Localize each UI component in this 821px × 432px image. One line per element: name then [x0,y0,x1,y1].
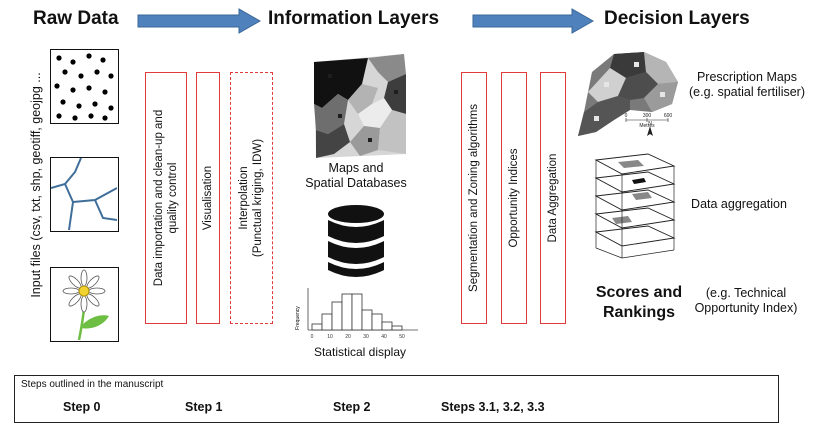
histogram-tick: 20 [345,334,351,340]
histogram-tick: 50 [399,334,405,340]
header-information-layers: Information Layers [268,8,440,29]
data-aggregation-output-label: Data aggregation [691,197,787,211]
flower-icon [62,269,109,341]
data-aggregation-step-label: Data Aggregation [547,153,559,243]
interpolation-box [230,72,273,324]
data-aggregation-box [540,72,566,324]
step-0-label: Step 0 [63,400,101,414]
point-data-icon [54,53,114,121]
vector-data-thumbnail [50,157,119,232]
step-1-label: Step 1 [185,400,223,414]
histogram-ylabel: Frequency [295,306,301,330]
map-scale-unit: Metres [639,123,655,129]
map-scale-tick: 300 [643,113,652,119]
image-data-thumbnail [50,267,119,342]
maps-databases-label: Maps and Spatial Databases [305,161,407,190]
header-raw-data: Raw Data [33,8,119,29]
map-scale-tick: 0 [625,113,628,119]
vector-lines-icon [50,157,118,231]
map-scale-tick: 600 [664,113,673,119]
step-2-label: Step 2 [333,400,371,414]
opportunity-indices-box [501,72,527,324]
steps-panel-caption: Steps outlined in the manuscript [21,379,164,390]
input-files-label: Input files (csv, txt, shp, geotiff, geo… [29,72,43,298]
map-north-label: N [648,121,652,127]
histogram-tick: 10 [327,334,333,340]
database-icon [328,205,384,277]
flow-arrow-2 [472,8,595,34]
grayscale-map-image [314,54,406,158]
import-cleanup-label: Data importation and clean-up and qualit… [153,109,179,287]
visualisation-box [196,72,220,324]
histogram-chart: Frequency 0 10 20 30 40 50 [295,288,418,340]
histogram-tick: 30 [363,334,369,340]
steps-panel: Steps outlined in the manuscript Step 0 … [14,375,779,423]
prescription-map-image: 0 300 600 Metres N [578,52,678,136]
prescription-maps-label: Prescription Maps (e.g. spatial fertilis… [688,70,805,99]
interpolation-label: Interpolation (Punctual kriging, IDW) [238,138,264,258]
header-decision-layers: Decision Layers [604,8,750,29]
opportunity-indices-label: Opportunity Indices [508,148,520,248]
scores-rankings-label: Scores and Rankings [595,284,683,321]
technical-opportunity-label: (e.g. Technical Opportunity Index) [694,286,798,315]
statistical-display-label: Statistical display [313,345,407,359]
stacked-layers-image [594,153,676,259]
north-arrow-icon [647,126,653,136]
import-cleanup-box [145,72,187,324]
flow-arrow-1 [137,8,262,34]
step-3-label: Steps 3.1, 3.2, 3.3 [441,400,545,414]
segmentation-label: Segmentation and Zoning algorithms [468,104,480,292]
visualisation-label: Visualisation [202,165,214,231]
histogram-tick: 40 [381,334,387,340]
point-data-thumbnail [50,49,119,124]
segmentation-box [461,72,487,324]
histogram-tick: 0 [311,334,314,340]
